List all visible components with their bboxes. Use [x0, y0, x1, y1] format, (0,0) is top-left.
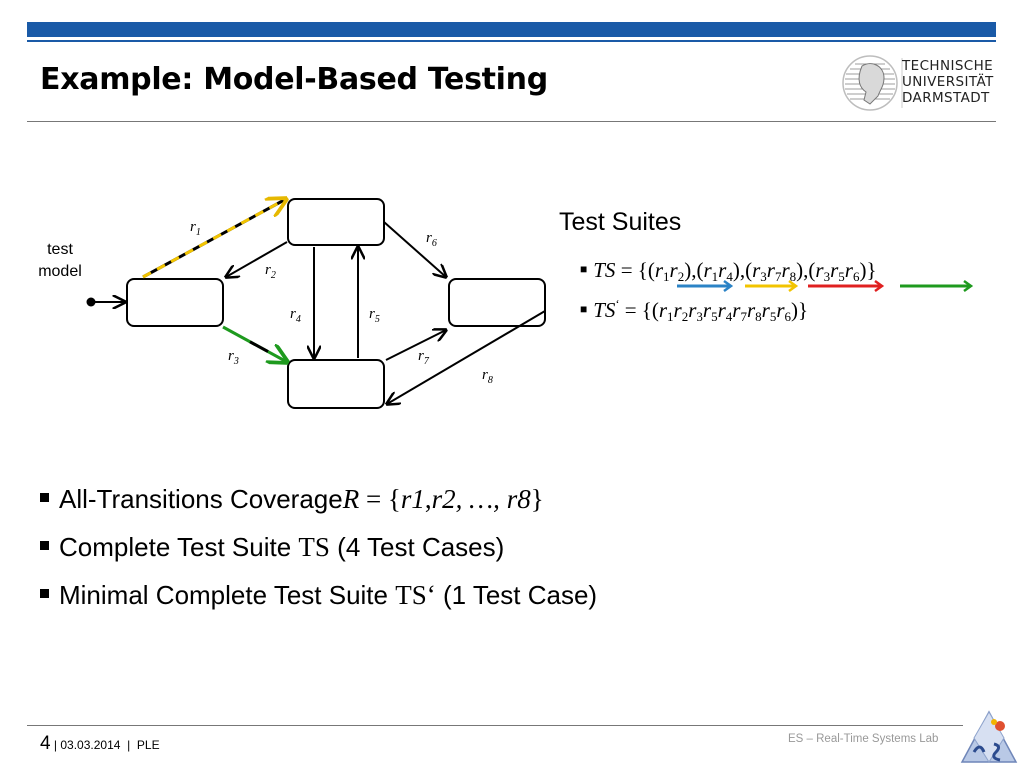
footer-author: PLE [136, 738, 160, 752]
label-r3: r3 [228, 348, 239, 367]
test-model-label-2: model [38, 263, 82, 280]
university-logo-seal [842, 55, 903, 111]
label-r2: r2 [265, 262, 276, 281]
lab-name: ES – Real-Time Systems Lab [788, 733, 939, 745]
header-divider [27, 121, 996, 122]
label-r4: r4 [290, 306, 301, 325]
footer-date: 03.03.2014 [60, 738, 121, 752]
university-name: TECHNISCHE UNIVERSITÄT DARMSTADT [902, 58, 994, 106]
transition-r6 [383, 221, 446, 277]
top-accent-bar [27, 22, 996, 37]
footer-divider [27, 725, 963, 726]
transition-r8 [387, 310, 546, 404]
bullet-complete-test-suite: Complete Test Suite TS (4 Test Cases) [40, 523, 597, 571]
bullet-square-icon [40, 493, 49, 502]
state-left [126, 278, 224, 327]
label-r5: r5 [369, 306, 380, 325]
test-suite-ts-prime: ■TS‘ = {(r1r2r3r5r4r7r8r5r6)} [580, 297, 809, 324]
state-right [448, 278, 546, 327]
test-suites-heading: Test Suites [559, 208, 682, 236]
label-r8: r8 [482, 367, 493, 386]
top-accent-line [27, 40, 996, 42]
label-r1: r1 [190, 219, 201, 238]
footer-info: 4 | 03.03.2014 | PLE [40, 733, 160, 754]
label-r7: r7 [418, 348, 430, 367]
bullet-square-icon [40, 589, 49, 598]
test-model-label-1: test [47, 241, 73, 258]
slide-title: Example: Model-Based Testing [40, 62, 548, 97]
state-bottom [287, 359, 385, 409]
transition-r7 [385, 330, 446, 361]
page-number: 4 [40, 733, 51, 754]
transition-r2 [226, 241, 288, 277]
es-lab-logo-icon [960, 710, 1018, 763]
state-top [287, 198, 385, 246]
test-suite-ts: ■TS = {(r1r2),(r1r4),(r3r7r8),(r3r5r6)} [580, 258, 877, 284]
bullet-square-icon [40, 541, 49, 550]
label-r6: r6 [426, 230, 437, 249]
bullet-minimal-test-suite: Minimal Complete Test Suite TS‘ (1 Test … [40, 571, 597, 619]
